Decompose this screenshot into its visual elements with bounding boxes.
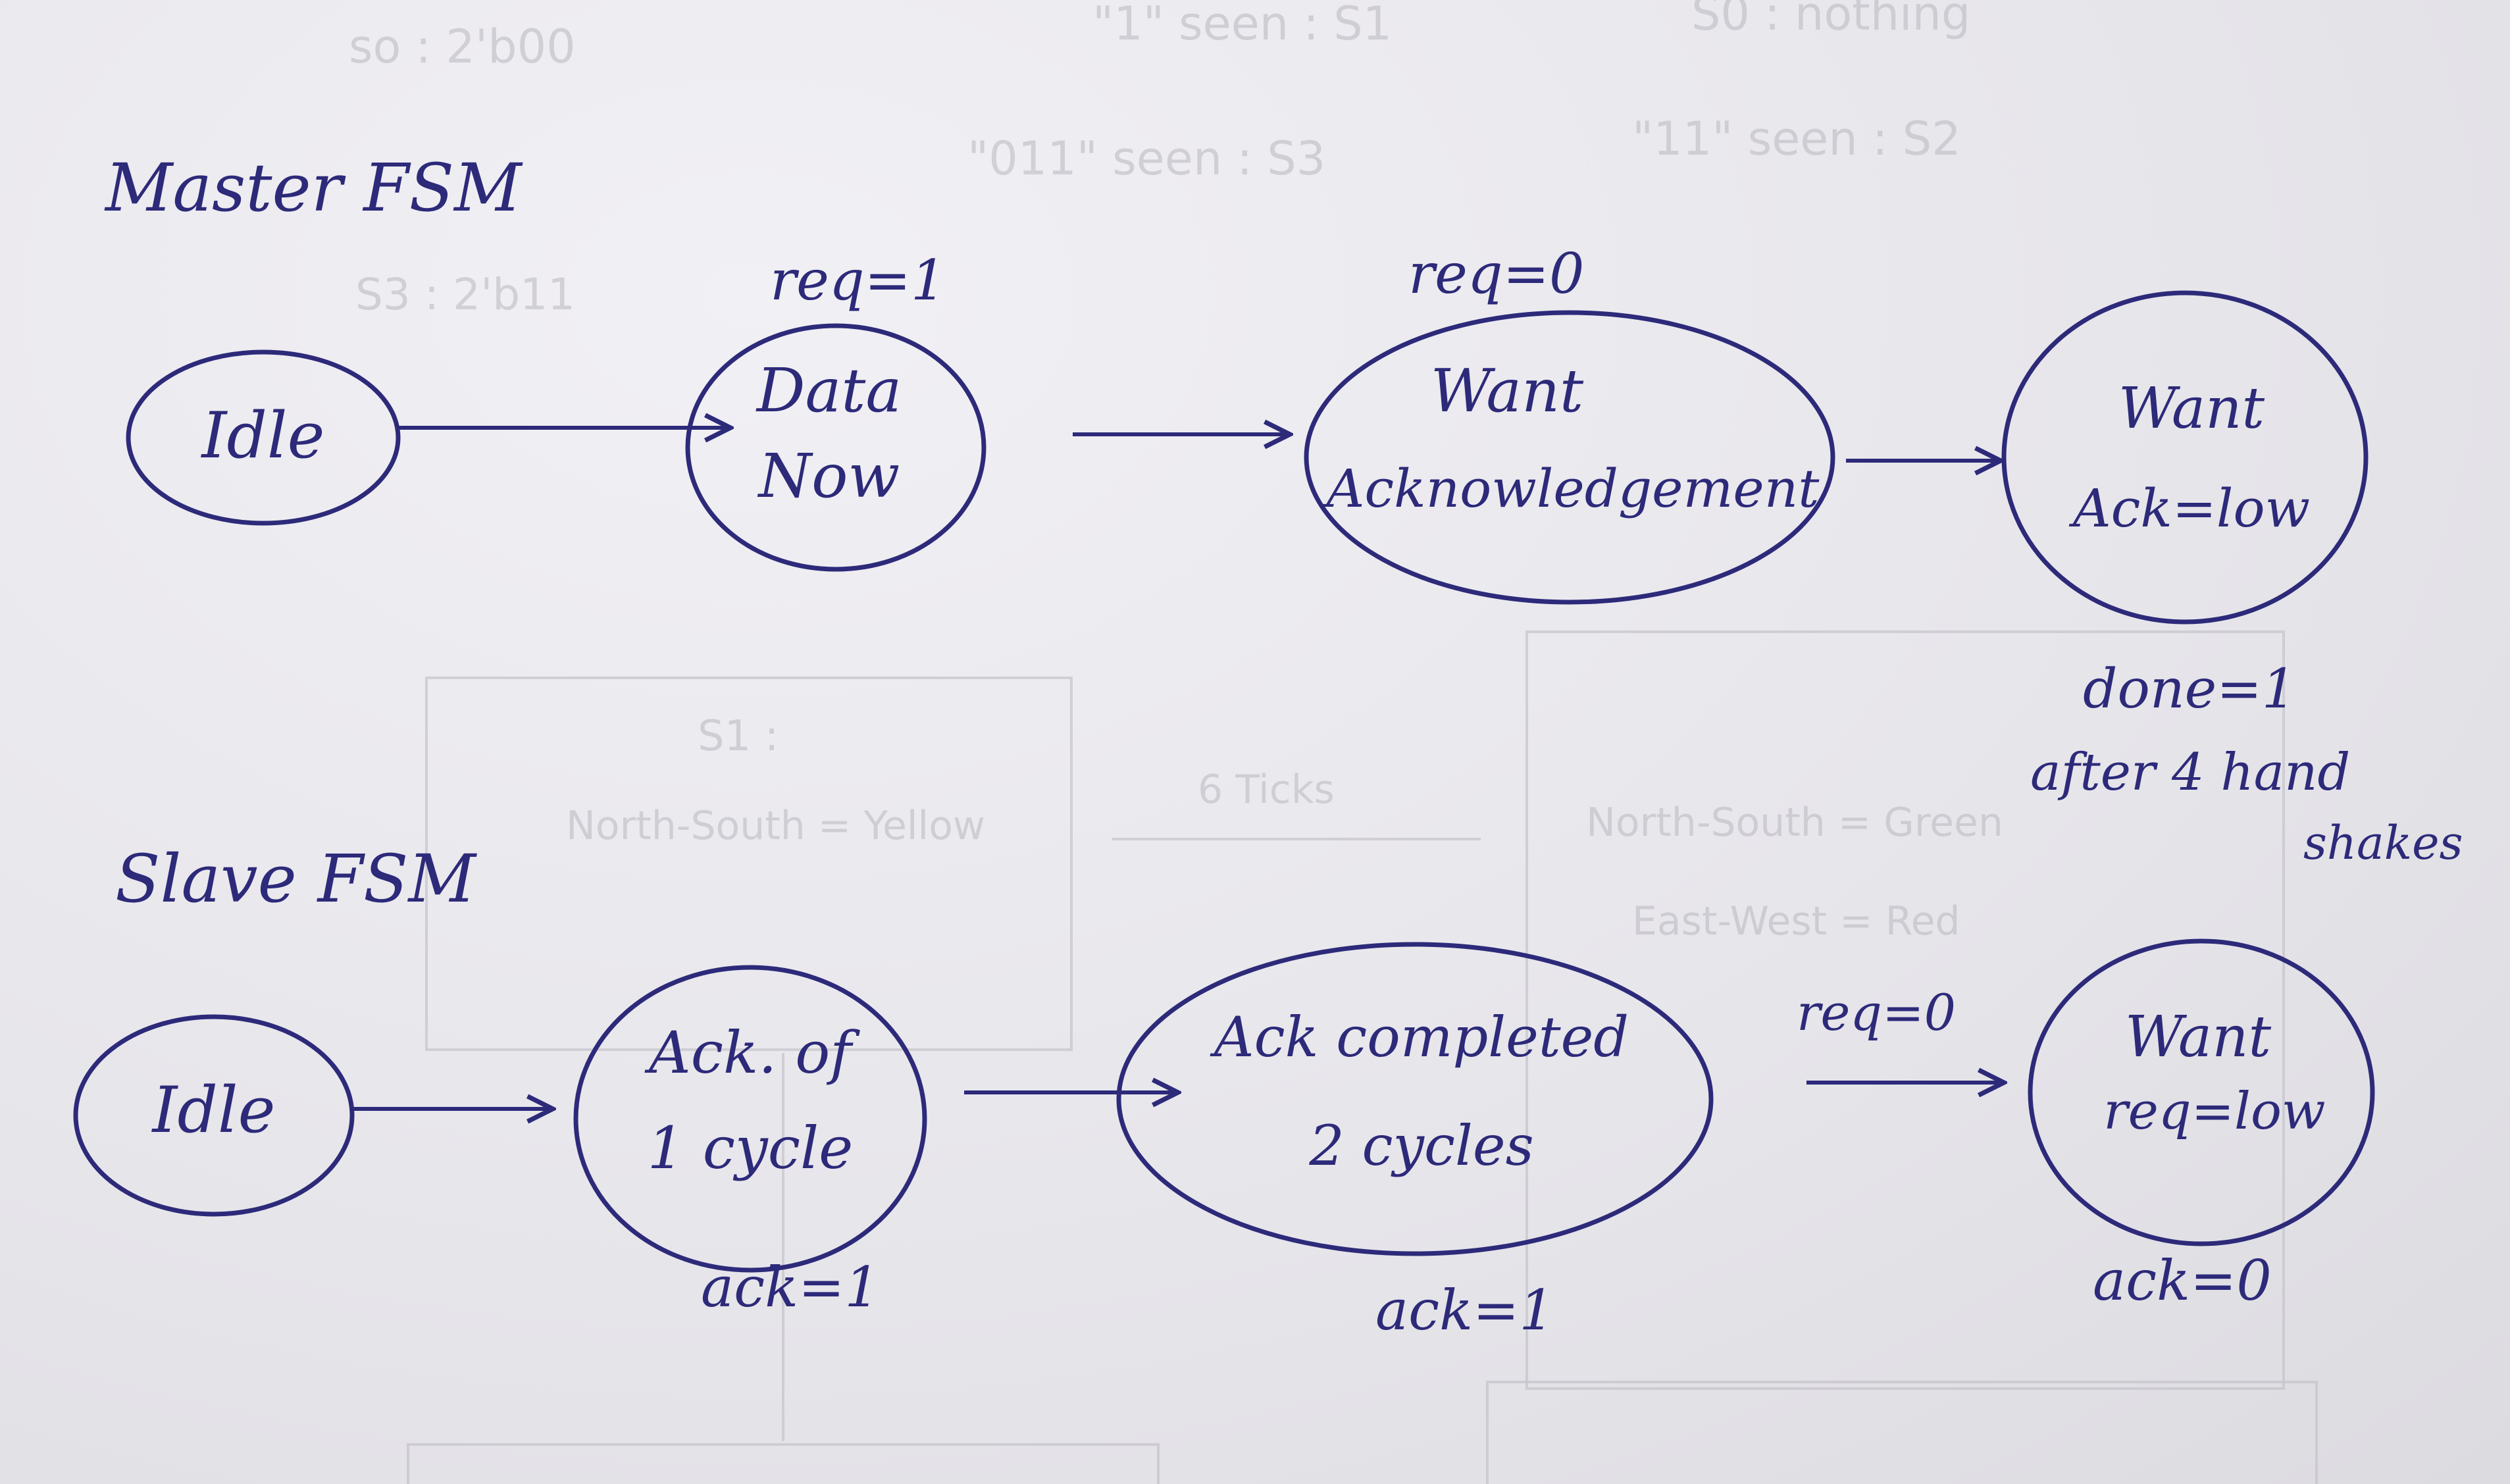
bleed-through-scribble: North-South = Green xyxy=(1586,800,2003,846)
slave-state-ack-completed: Ack completed 2 cycles xyxy=(1116,942,1714,1256)
state-label: Idle xyxy=(151,1073,276,1147)
bleed-through-scribble: "1" seen : S1 xyxy=(1092,0,1392,51)
state-circle xyxy=(2001,290,2369,625)
state-circle xyxy=(685,323,986,572)
slave-state-ack-one-cycle: Ack. of 1 cycle xyxy=(573,965,927,1273)
annotation-ack-one: ack=1 xyxy=(701,1255,880,1319)
state-label-line-1: Ack. of xyxy=(644,1019,860,1087)
bleed-through-scribble: S0 : nothing xyxy=(1691,0,1970,41)
master-state-data-now: Data Now xyxy=(685,323,986,572)
annotation-req-high: req=1 xyxy=(770,248,946,313)
annotation-ack-completed: ack=1 xyxy=(1375,1278,1554,1343)
state-label-line-2: Now xyxy=(757,441,900,511)
master-fsm-title: Master FSM xyxy=(104,149,523,226)
state-label-line-1: Ack completed xyxy=(1210,1005,1629,1069)
state-circle xyxy=(573,965,927,1273)
state-circle xyxy=(73,1014,355,1217)
state-circle xyxy=(2028,938,2375,1246)
bleed-through-lines xyxy=(407,630,2318,1484)
slave-fsm: Slave FSM Idle Ack. of 1 cycle Ack compl… xyxy=(73,840,2375,1343)
state-label-line-2: 1 cycle xyxy=(648,1114,853,1182)
bleed-through-box xyxy=(1525,630,2285,1390)
master-state-idle: Idle xyxy=(126,349,401,526)
bleed-through-box xyxy=(1486,1381,2318,1484)
bleed-through-scribble: East-West = Red xyxy=(1632,898,1960,944)
slave-state-idle: Idle xyxy=(73,1014,355,1217)
state-circle xyxy=(126,349,401,526)
bleed-through-scribble: S1 : xyxy=(698,712,779,761)
bleed-through-scribble: "11" seen : S2 xyxy=(1632,112,1961,166)
state-label-line-2: req=low xyxy=(2103,1082,2325,1141)
bleed-through-scribble: "011" seen : S3 xyxy=(967,132,1325,186)
bleed-through-scribble: S3 : 2'b11 xyxy=(355,269,575,320)
bleed-through-box xyxy=(425,677,1073,1051)
state-label-line-2: 2 cycles xyxy=(1308,1113,1533,1178)
master-state-want-ack: Want Acknowledgement xyxy=(1304,310,1835,605)
annotation-after-handshakes: after 4 hand xyxy=(2030,743,2350,802)
state-label-line-1: Data xyxy=(756,355,902,426)
state-label: Idle xyxy=(201,399,325,473)
state-label-line-1: Want xyxy=(1431,357,1584,426)
state-circle xyxy=(1116,942,1714,1256)
slave-state-want-req-low: Want req=low xyxy=(2028,938,2375,1246)
bleed-through-scribble: so : 2'b00 xyxy=(349,20,576,74)
bleed-through-scribble: 6 Ticks xyxy=(1198,767,1335,813)
slave-fsm-title: Slave FSM xyxy=(115,840,477,917)
annotation-done: done=1 xyxy=(2083,658,2296,721)
bleed-through-scribble: North-South = Yellow xyxy=(566,803,985,849)
annotation-shakes: shakes xyxy=(2303,816,2463,870)
bleed-through-box xyxy=(407,1443,1160,1484)
master-state-want-ack-low: Want Ack=low xyxy=(2001,290,2369,625)
annotation-req-low: req=0 xyxy=(1797,983,1956,1042)
annotation-req-low: req=0 xyxy=(1408,242,1584,306)
state-circle xyxy=(1304,310,1835,605)
bleed-through-scribbles: so : 2'b00 "1" seen : S1 S0 : nothing "0… xyxy=(349,0,2003,944)
state-label-line-1: Want xyxy=(2118,376,2265,442)
master-fsm: Master FSM Idle Data Now Want Acknowledg… xyxy=(104,149,2463,870)
state-label-line-1: Want xyxy=(2125,1004,2272,1070)
state-label-line-2: Ack=low xyxy=(2068,478,2310,539)
state-label-line-2: Acknowledgement xyxy=(1322,458,1820,519)
annotation-ack-zero: ack=0 xyxy=(2093,1248,2272,1313)
